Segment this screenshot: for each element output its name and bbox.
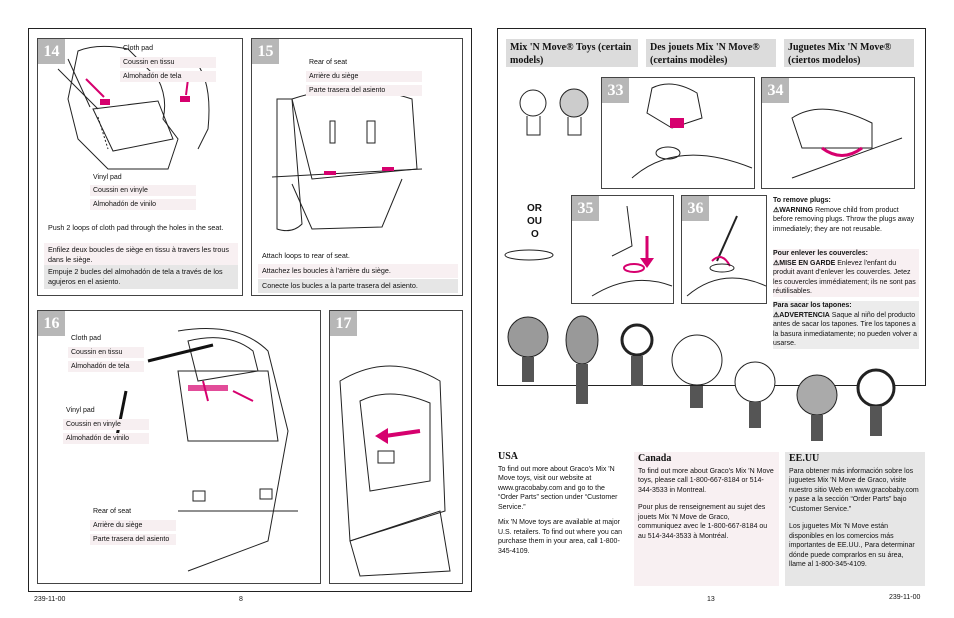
label-cloth-pad-en: Cloth pad	[123, 45, 153, 52]
label-vinyl-pad-es: Almohadón de vinilo	[63, 433, 149, 444]
step-number: 15	[252, 39, 279, 64]
label-rear-es: Parte trasera del asiento	[90, 534, 176, 545]
instruction-en: Attach loops to rear of seat.	[262, 251, 350, 260]
canada-title: Canada	[638, 453, 672, 464]
label-vinyl-pad-es: Almohadón de vinilo	[90, 199, 196, 210]
step-number: 14	[38, 39, 65, 64]
or-text-fr: OU	[527, 216, 542, 227]
step-number: 33	[602, 78, 629, 103]
remove-plugs-warning-en: ⚠WARNING Remove child from product befor…	[773, 206, 919, 235]
step-34-illustration	[791, 108, 903, 179]
usa-title: USA	[498, 451, 519, 462]
label-cloth-pad-es: Almohadón de tela	[120, 71, 216, 82]
instruction-fr: Enfilez deux boucles de siège en tissu à…	[44, 243, 238, 267]
step-17-panel: 17	[329, 310, 463, 584]
eeuu-paragraph-1: Para obtener más información sobre los j…	[789, 467, 919, 513]
label-vinyl-pad-en: Vinyl pad	[93, 174, 122, 181]
label-rear-es: Parte trasera del asiento	[306, 85, 422, 96]
header-toys-en: Mix 'N Move® Toys (certain models)	[506, 39, 638, 67]
usa-paragraph-1: To find out more about Graco's Mix 'N Mo…	[498, 465, 618, 511]
warning-word-es: ADVERTENCIA	[779, 311, 830, 319]
remove-plugs-warning-fr: ⚠MISE EN GARDE Enlevez l'enfant du produ…	[773, 259, 919, 297]
step-35-panel: 35	[571, 195, 674, 304]
label-cloth-pad-en: Cloth pad	[71, 335, 101, 342]
label-rear-fr: Arrière du siège	[90, 520, 176, 531]
remove-plugs-en-block: To remove plugs: ⚠WARNING Remove child f…	[773, 196, 919, 234]
remove-plugs-fr-block: Pour enlever les couvercles: ⚠MISE EN GA…	[773, 249, 919, 297]
warning-word-en: WARNING	[779, 206, 814, 214]
step-34-panel: 34	[761, 77, 915, 189]
step-number: 34	[762, 78, 789, 103]
step-16-illustration	[114, 328, 298, 572]
label-vinyl-pad-fr: Coussin en vinyle	[90, 185, 196, 196]
step-17-illustration	[339, 365, 451, 577]
right-footer-code: 239-11-00	[889, 594, 921, 601]
canada-paragraph-1: To find out more about Graco's Mix 'N Mo…	[638, 467, 774, 494]
eeuu-column: EE.UU Para obtener más información sobre…	[785, 452, 925, 586]
warning-icon: ⚠	[773, 206, 780, 214]
remove-plugs-es-block: Para sacar los tapones: ⚠ADVERTENCIA Saq…	[773, 301, 919, 349]
warning-icon: ⚠	[773, 311, 780, 319]
warning-word-fr: MISE EN GARDE	[779, 259, 836, 267]
canada-paragraph-2: Pour plus de renseignement au sujet des …	[638, 504, 768, 540]
remove-plugs-title-es: Para sacar los tapones:	[773, 302, 852, 309]
warning-icon: ⚠	[773, 259, 780, 267]
instruction-fr: Attachez les boucles à l'arrière du sièg…	[258, 264, 458, 278]
step-16-panel: 16 Cloth pad Coussin en tissu Almohadón …	[37, 310, 321, 584]
left-footer-code: 239-11-00	[34, 596, 66, 603]
warning-text-fr: Enlevez l'enfant du produit avant d'enle…	[773, 259, 916, 296]
step-33-panel: 33	[601, 77, 755, 189]
step-15-panel: 15 Rear of seat Arrière du siège Parte t…	[251, 38, 463, 296]
step-35-illustration	[591, 205, 673, 297]
step-number: 36	[682, 196, 709, 221]
label-cloth-pad-fr: Coussin en tissu	[120, 57, 216, 68]
remove-plugs-warning-es: ⚠ADVERTENCIA Saque al niño del producto …	[773, 311, 919, 349]
label-rear-en: Rear of seat	[309, 59, 348, 66]
label-cloth-pad-es: Almohadón de tela	[68, 361, 144, 372]
warning-text-es: Saque al niño del producto antes de saca…	[773, 311, 917, 348]
step-33-illustration	[631, 83, 753, 179]
instruction-es: Conecte los bucles a la parte trasera de…	[258, 279, 458, 293]
header-toys-fr: Des jouets Mix 'N Move® (certains modèle…	[646, 39, 776, 67]
right-page-number: 13	[707, 596, 715, 603]
instruction-es: Empuje 2 bucles del almohadón de tela a …	[44, 265, 238, 289]
header-toys-es: Juguetes Mix 'N Move® (ciertos modelos)	[784, 39, 914, 67]
warning-text-en: Remove child from product before removin…	[773, 206, 915, 233]
remove-plugs-title-fr: Pour enlever les couvercles:	[773, 250, 868, 257]
remove-plugs-title-en: To remove plugs:	[773, 197, 831, 204]
eeuu-paragraph-2: Los juguetes Mix 'N Move están disponibl…	[789, 523, 915, 568]
label-cloth-pad-fr: Coussin en tissu	[68, 347, 144, 358]
eeuu-title: EE.UU	[789, 453, 820, 464]
step-36-illustration	[686, 215, 766, 297]
label-rear-fr: Arrière du siège	[306, 71, 422, 82]
usa-column: USA To find out more about Graco's Mix '…	[498, 452, 623, 556]
step-number: 35	[572, 196, 599, 221]
step-14-panel: 14 Cloth pad Coussin en tissu Almohadón …	[37, 38, 243, 296]
label-vinyl-pad-fr: Coussin en vinyle	[63, 419, 149, 430]
or-text-en: OR	[527, 203, 542, 214]
canada-column: Canada To find out more about Graco's Mi…	[634, 452, 779, 586]
label-rear-en: Rear of seat	[93, 508, 132, 515]
step-36-panel: 36	[681, 195, 767, 304]
instruction-en: Push 2 loops of cloth pad through the ho…	[48, 223, 224, 232]
left-page-number: 8	[239, 596, 243, 603]
label-vinyl-pad-en: Vinyl pad	[66, 407, 95, 414]
step-number: 17	[330, 311, 357, 336]
usa-paragraph-2: Mix 'N Move toys are available at major …	[498, 519, 622, 555]
step-number: 16	[38, 311, 65, 336]
or-text-es: O	[531, 229, 539, 240]
